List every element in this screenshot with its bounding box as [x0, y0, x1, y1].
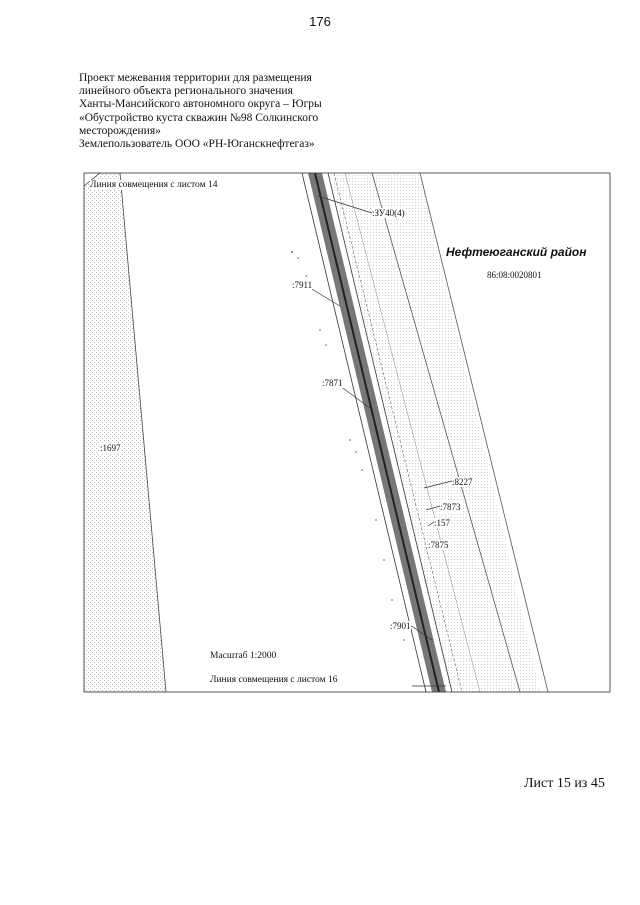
right-boundary-1 — [371, 173, 521, 692]
header-line: Проект межевания территории для размещен… — [79, 72, 312, 84]
parcel-label-zu40: :ЗУ40(4) — [372, 208, 405, 218]
leader-7873 — [425, 505, 441, 511]
road-centerline — [314, 173, 440, 692]
parcel-label-7901: :7901 — [390, 621, 411, 631]
cadastral-quarter-label: 86:08:0020801 — [487, 270, 542, 280]
road-edge-outer — [333, 173, 463, 692]
parcel-1697-area — [84, 173, 167, 692]
leader-157 — [427, 521, 435, 527]
parcel-label-8227: :8227 — [452, 477, 473, 487]
parcel-label-7871: :7871 — [322, 378, 343, 388]
parcel-label-7911: :7911 — [292, 280, 313, 290]
sheet-number: Лист 15 из 45 — [524, 776, 605, 791]
right-boundary-3 — [344, 173, 481, 692]
leader-7871 — [339, 385, 371, 409]
header-line: «Обустройство куста скважин №98 Солкинск… — [79, 111, 319, 124]
parcel-label-157: :157 — [434, 518, 451, 528]
survey-dots — [291, 251, 405, 641]
join-line-bottom-label: Линия совмещения с листом 16 — [210, 675, 338, 685]
scale-label: Масштаб 1:2000 — [210, 651, 277, 661]
header-line: Землепользователь ООО «РН-Юганскнефтегаз… — [79, 138, 315, 151]
page-number: 176 — [309, 14, 331, 29]
road-edge-right — [327, 173, 453, 692]
header-line: линейного объекта регионального значения — [79, 85, 293, 98]
parcel-label-7875: :7875 — [428, 540, 449, 550]
parcel-label-1697: :1697 — [100, 443, 121, 453]
leader-8227 — [423, 480, 453, 489]
right-dotted-strip — [330, 173, 540, 692]
leader-zu40 — [317, 195, 373, 214]
parcel-label-7873: :7873 — [440, 502, 461, 512]
header-line: месторождения» — [79, 124, 161, 137]
right-boundary-2 — [419, 173, 549, 692]
road-edge-left — [301, 173, 427, 692]
document-header: Проект межевания территории для размещен… — [79, 72, 409, 151]
district-label: Нефтеюганский район — [446, 245, 587, 259]
header-line: Ханты-Мансийского автономного округа – Ю… — [79, 98, 322, 111]
join-line-top-label: Линия совмещения с листом 14 — [90, 180, 218, 190]
leader-7911 — [309, 287, 341, 307]
map-frame — [83, 172, 611, 693]
leader-7901 — [409, 624, 433, 641]
